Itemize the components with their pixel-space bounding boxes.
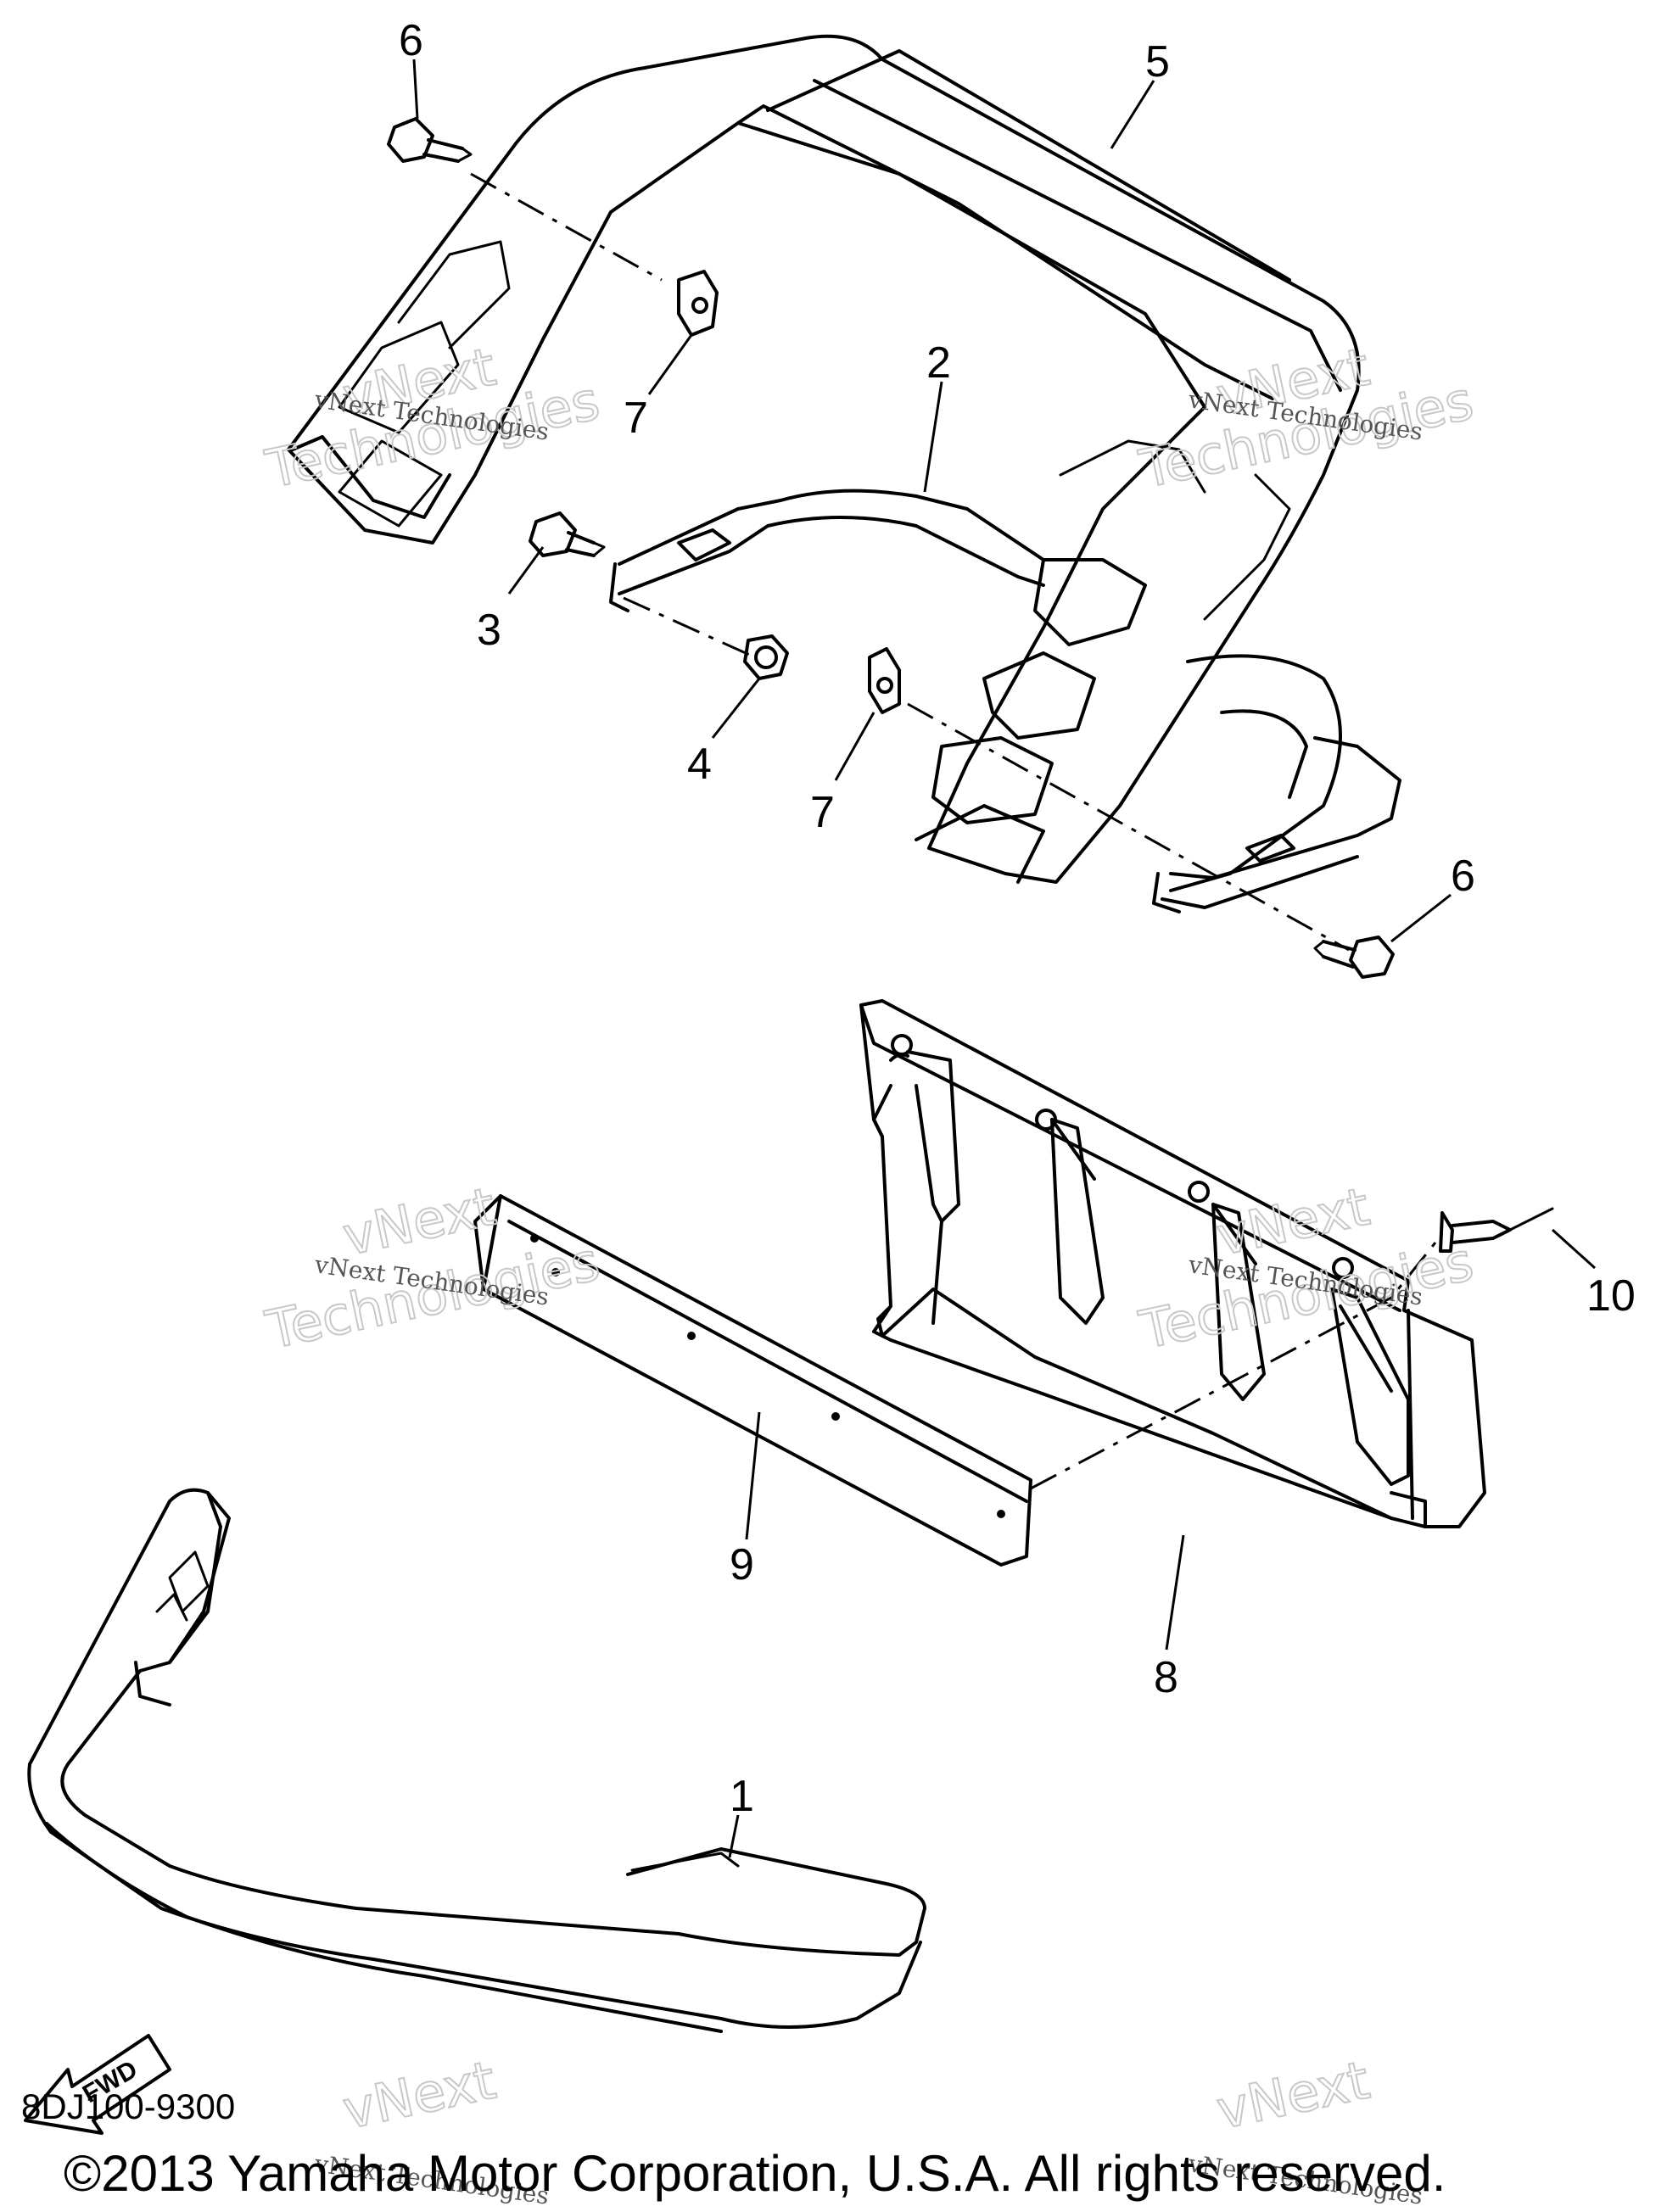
watermark-top-left: vNext Technologies vNext Technologies xyxy=(260,335,606,501)
grab-bar-part-5 xyxy=(287,34,1361,892)
callout-labels: 6 5 2 7 3 4 7 6 10 9 8 1 xyxy=(399,16,1636,1821)
callout-1: 1 xyxy=(730,1772,754,1821)
callout-2: 2 xyxy=(926,338,951,388)
watermark-top-right: vNext Technologies vNext Technologies xyxy=(1133,335,1480,501)
flap-part-8 xyxy=(859,999,1486,1528)
copyright-notice: ©2013 Yamaha Motor Corporation, U.S.A. A… xyxy=(64,2145,1446,2202)
nut-part-4 xyxy=(743,634,789,680)
rail-part-2 xyxy=(609,489,1401,913)
callout-4: 4 xyxy=(687,740,712,789)
bumper-part-1 xyxy=(27,1488,926,2033)
bolt-part-3 xyxy=(529,511,606,557)
watermark-large-text: vNext xyxy=(1211,2049,1374,2142)
callout-6-top: 6 xyxy=(399,16,423,65)
bolt-part-6-top xyxy=(387,117,473,163)
leader-lines xyxy=(412,59,1597,1858)
callout-8: 8 xyxy=(1154,1653,1178,1702)
callout-3: 3 xyxy=(477,606,501,655)
callout-5: 5 xyxy=(1145,37,1170,87)
clip-part-7-upper xyxy=(677,270,719,337)
callout-7-lower: 7 xyxy=(810,788,835,837)
watermark-large-text: vNext xyxy=(338,1176,501,1268)
bolt-part-6-right xyxy=(1313,936,1395,979)
clip-part-7-lower xyxy=(868,647,901,714)
callout-6-right: 6 xyxy=(1451,852,1475,901)
rivet-part-10 xyxy=(1439,1207,1554,1253)
callout-10: 10 xyxy=(1586,1271,1636,1321)
watermark-large-text: vNext xyxy=(338,2049,501,2142)
diagram-code: 8DJ100-9300 xyxy=(21,2086,236,2126)
plate-part-9 xyxy=(473,1194,1032,1567)
callout-7-upper: 7 xyxy=(624,394,648,443)
watermark-mid-left: vNext Technologies vNext Technologies xyxy=(260,1175,606,1362)
callout-9: 9 xyxy=(730,1540,754,1589)
alignment-lines xyxy=(470,172,1444,1490)
